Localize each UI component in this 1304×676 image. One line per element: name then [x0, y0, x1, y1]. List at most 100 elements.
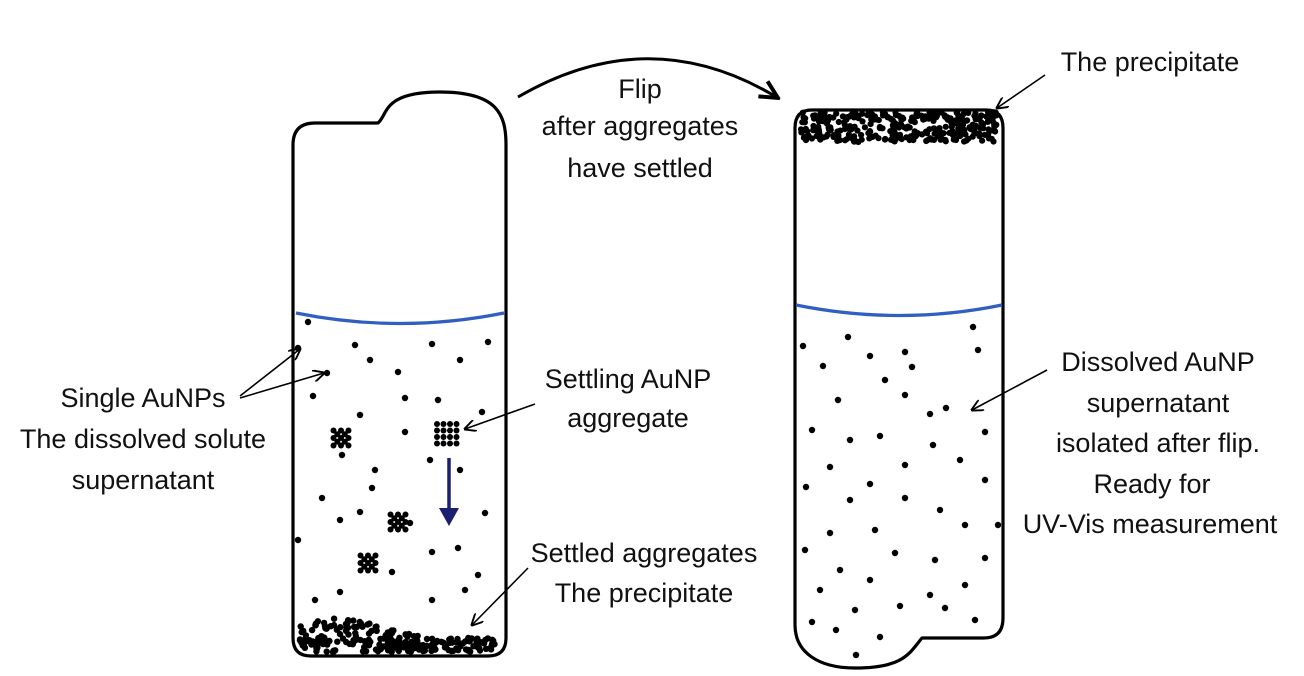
- aggregate-particle: [368, 563, 375, 570]
- precipitate-particle: [861, 124, 869, 131]
- precipitate-particle: [432, 646, 439, 653]
- precipitate-particle: [812, 112, 819, 119]
- settled-label-line-2: The precipitate: [555, 578, 734, 608]
- aggregate-particle: [338, 435, 344, 441]
- precipitate-particle: [990, 138, 997, 145]
- particle: [304, 318, 312, 326]
- precipitate-particle: [466, 638, 473, 645]
- precipitate-particle: [344, 624, 352, 631]
- precipitate-particle: [446, 636, 453, 643]
- precipitate-particle: [854, 127, 861, 134]
- precipitate-particle: [825, 124, 832, 131]
- particle: [881, 376, 889, 384]
- particle: [994, 521, 1002, 529]
- precipitate-particle: [892, 112, 900, 119]
- settling-aggregate-particle: [440, 427, 447, 434]
- precipitate-particle: [361, 643, 368, 651]
- precipitate-particle: [984, 118, 991, 125]
- pointer-dissolved: [972, 369, 1048, 410]
- precipitate-particle: [334, 638, 341, 645]
- particle: [926, 591, 934, 599]
- precipitate-particle: [969, 121, 976, 128]
- particle: [871, 526, 879, 534]
- particle: [356, 508, 364, 516]
- precipitate-particle: [359, 623, 366, 630]
- particle: [428, 548, 436, 556]
- precipitate-particle: [344, 617, 352, 624]
- particle: [474, 571, 482, 579]
- precipitate-particle: [964, 117, 971, 124]
- flip-label-line-1: Flip: [618, 74, 662, 104]
- precipitate-particle: [845, 131, 853, 138]
- precipitate-particle: [415, 646, 423, 653]
- precipitate-particle: [867, 121, 874, 128]
- aggregate-particle: [330, 442, 337, 449]
- particle: [876, 432, 884, 440]
- aggregate-particle: [402, 526, 409, 533]
- particle: [318, 494, 326, 502]
- precipitate-particle: [914, 112, 921, 120]
- particle: [401, 394, 409, 402]
- particle: [808, 426, 816, 434]
- precipitate-particle: [490, 637, 497, 644]
- precipitate-particle: [423, 635, 431, 643]
- particle: [388, 568, 396, 576]
- precipitate-particle: [976, 131, 984, 138]
- aggregate-particle: [361, 563, 368, 570]
- settling-aggregate-particle: [447, 427, 453, 434]
- precipitate-particle: [906, 136, 913, 144]
- aggregate-particle: [365, 552, 371, 559]
- aggregate-particle: [368, 556, 375, 563]
- precipitate-particle: [949, 121, 957, 128]
- aggregate-particle: [398, 522, 405, 529]
- particle: [969, 323, 977, 331]
- aggregate-particle: [365, 567, 371, 574]
- precipitate-particle: [858, 131, 865, 139]
- precipitate-particle: [992, 128, 999, 135]
- particle: [426, 456, 434, 464]
- precipitate-particle: [452, 638, 460, 646]
- precipitate-particle: [980, 125, 987, 132]
- precipitate-particle: [350, 617, 357, 624]
- pointer-single-a: [239, 349, 300, 397]
- precipitate-particle: [433, 638, 440, 645]
- particle: [826, 463, 834, 471]
- precipitate-particle: [924, 137, 931, 144]
- precipitate-particle: [813, 133, 820, 140]
- precipitate-particle: [346, 640, 353, 648]
- precipitate-particle: [876, 125, 884, 132]
- flip-label-line-2: after aggregates: [542, 111, 739, 141]
- dissolved-label-line-3: isolated after flip.: [1056, 428, 1260, 458]
- precipitate-particle: [851, 133, 858, 140]
- precipitate-particle: [960, 111, 967, 118]
- precipitate-particle: [365, 630, 373, 637]
- precipitate-particle: [848, 112, 855, 119]
- aggregate-particle: [345, 427, 352, 434]
- particle: [866, 576, 874, 584]
- precipitate-particle: [919, 131, 926, 138]
- aggregate-particle: [372, 567, 379, 574]
- precipitate-particle: [870, 116, 877, 123]
- right-tube: [793, 108, 1005, 670]
- aggregate-particle: [372, 560, 379, 566]
- settling-aggregate-particle: [440, 440, 447, 447]
- precipitate-particle: [345, 631, 352, 638]
- particle: [336, 588, 344, 596]
- precipitate-particle: [843, 136, 850, 143]
- particle: [974, 346, 982, 354]
- particle: [846, 436, 854, 444]
- aggregate-particle: [345, 435, 352, 441]
- aggregate-particle: [391, 515, 398, 522]
- particle: [961, 521, 969, 529]
- precipitate-particle: [296, 637, 304, 644]
- precipitate-particle: [938, 109, 945, 116]
- precipitate-particle: [891, 120, 899, 127]
- particle: [368, 484, 376, 492]
- particle: [456, 356, 464, 364]
- precipitate-particle: [810, 127, 817, 134]
- precipitate-particle: [459, 640, 467, 647]
- precipitate-particle: [935, 125, 942, 132]
- precipitate-particle: [926, 126, 933, 133]
- aggregate-particle: [330, 435, 337, 441]
- precipitate-particle: [323, 648, 330, 655]
